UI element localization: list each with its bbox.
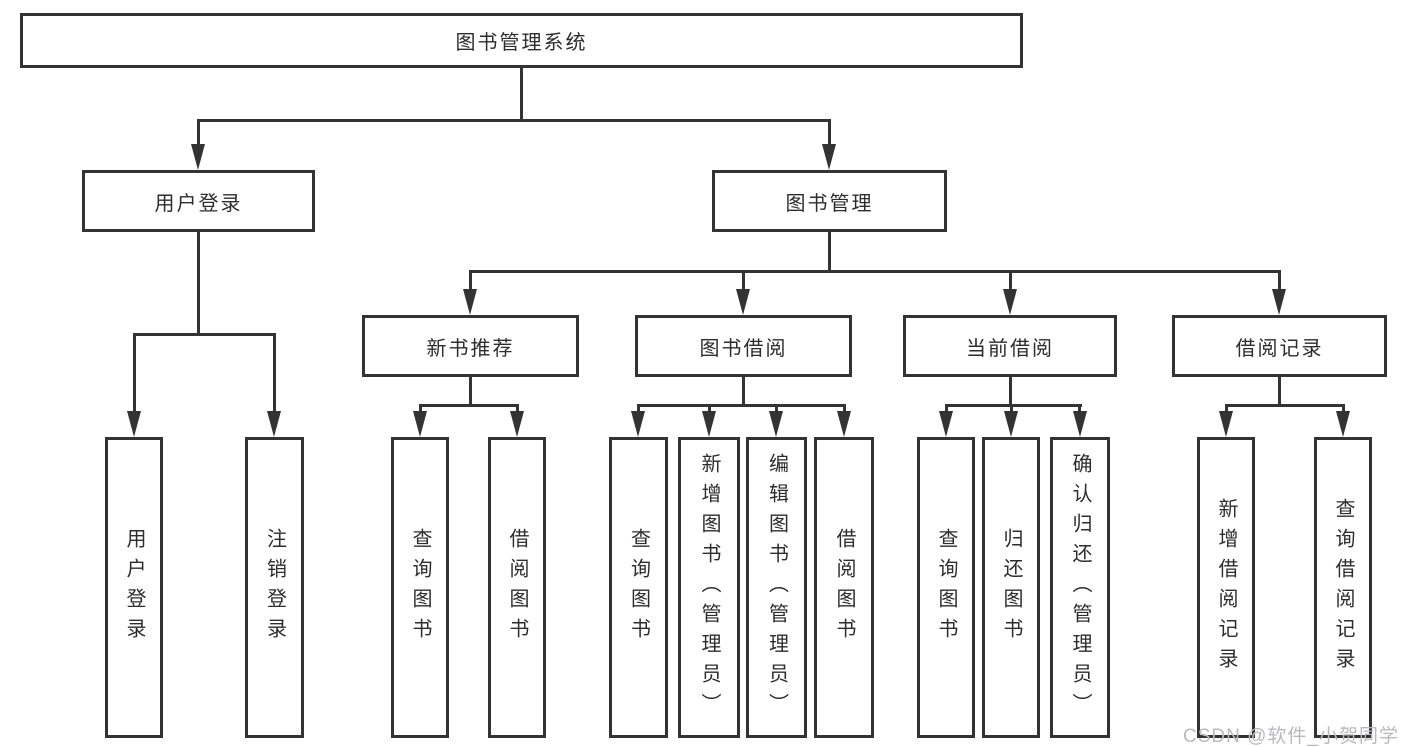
- leaf-query-books-borrow: 查询图书: [609, 437, 668, 738]
- connector-leaf-drop: [516, 406, 519, 413]
- leaf-label: 编辑图书（管理员）: [765, 452, 788, 723]
- node-label: 当前借阅: [966, 337, 1054, 360]
- connector-leaf-drop: [273, 335, 276, 413]
- arrow-down-icon: [191, 144, 205, 170]
- connector-leaf-drop: [1078, 406, 1081, 413]
- arrow-down-icon: [769, 411, 783, 437]
- csdn-watermark: CSDN @软件_小贺同学: [1183, 726, 1399, 747]
- arrow-down-icon: [1219, 411, 1233, 437]
- connector-branch-drop: [1009, 272, 1012, 290]
- arrow-down-icon: [736, 289, 750, 315]
- connector-leaf-drop: [1225, 406, 1228, 413]
- node-borrow-records: 借阅记录: [1172, 315, 1387, 377]
- arrow-down-icon: [267, 411, 281, 437]
- leaf-query-books-recommend: 查询图书: [391, 437, 449, 738]
- connector-bar: [419, 404, 519, 407]
- node-book-management-system: 图书管理系统: [20, 13, 1023, 68]
- connector-stem: [742, 377, 745, 407]
- node-label: 图书管理: [785, 192, 874, 215]
- connector-root-stem: [520, 68, 523, 121]
- connector-leaf-drop: [775, 406, 778, 413]
- connector-leaf-drop: [1342, 406, 1345, 413]
- connector-stem: [1278, 377, 1281, 407]
- arrow-down-icon: [702, 411, 716, 437]
- node-book-borrow: 图书借阅: [635, 315, 852, 377]
- connector-stem: [469, 377, 472, 407]
- arrow-down-icon: [939, 411, 953, 437]
- arrow-down-icon: [1272, 289, 1286, 315]
- connector-branch-drop: [1278, 272, 1281, 290]
- node-label: 图书借阅: [699, 337, 788, 360]
- leaf-label: 新增图书（管理员）: [698, 452, 720, 723]
- arrow-down-icon: [1073, 411, 1087, 437]
- connector-book-management-drop: [828, 121, 831, 146]
- connector-user-login-bar: [133, 333, 276, 336]
- node-current-borrow: 当前借阅: [903, 315, 1117, 377]
- arrow-down-icon: [127, 411, 141, 437]
- node-user-login: 用户登录: [82, 170, 315, 232]
- leaf-label: 借阅图书: [833, 527, 855, 648]
- leaf-edit-books-admin: 编辑图书（管理员）: [746, 437, 807, 738]
- node-label: 用户登录: [154, 192, 243, 215]
- arrow-down-icon: [631, 411, 645, 437]
- connector-user-login-drop: [197, 121, 200, 146]
- leaf-borrow-books: 借阅图书: [814, 437, 874, 738]
- leaf-label: 借阅图书: [506, 527, 528, 648]
- connector-bar: [637, 404, 846, 407]
- arrow-down-icon: [837, 411, 851, 437]
- connector-branch-drop: [469, 272, 472, 290]
- connector-leaf-drop: [419, 406, 422, 413]
- node-label: 借阅记录: [1235, 337, 1324, 360]
- node-label: 新书推荐: [426, 337, 515, 360]
- leaf-borrow-books-recommend: 借阅图书: [488, 437, 546, 738]
- leaf-label: 查询图书: [935, 527, 957, 648]
- arrow-down-icon: [413, 411, 427, 437]
- leaf-logout: 注销登录: [245, 437, 304, 738]
- node-new-book-recommend: 新书推荐: [362, 315, 579, 377]
- connector-leaf-drop: [637, 406, 640, 413]
- connector-bar: [1225, 404, 1345, 407]
- connector-root-bar: [197, 119, 831, 122]
- leaf-label: 用户登录: [123, 527, 145, 648]
- leaf-confirm-return-admin: 确认归还（管理员）: [1050, 437, 1110, 738]
- arrow-down-icon: [510, 411, 524, 437]
- leaf-label: 确认归还（管理员）: [1069, 452, 1091, 723]
- connector-branch-drop: [742, 272, 745, 290]
- leaf-add-borrow-record: 新增借阅记录: [1197, 437, 1255, 738]
- leaf-label: 注销登录: [263, 527, 286, 648]
- leaf-label: 查询借阅记录: [1332, 497, 1354, 678]
- connector-bar: [945, 404, 1082, 407]
- leaf-label: 新增借阅记录: [1215, 497, 1237, 678]
- leaf-label: 归还图书: [1000, 527, 1022, 648]
- leaf-query-books-current: 查询图书: [917, 437, 975, 738]
- arrow-down-icon: [1004, 411, 1018, 437]
- leaf-query-borrow-record: 查询借阅记录: [1314, 437, 1372, 738]
- arrow-down-icon: [463, 289, 477, 315]
- leaf-return-books: 归还图书: [982, 437, 1040, 738]
- arrow-down-icon: [822, 144, 836, 170]
- connector-book-management-stem: [828, 232, 831, 273]
- leaf-label: 查询图书: [627, 527, 650, 648]
- connector-leaf-drop: [1010, 406, 1013, 413]
- connector-leaf-drop: [843, 406, 846, 413]
- connector-leaf-drop: [133, 335, 136, 413]
- connector-leaf-drop: [945, 406, 948, 413]
- arrow-down-icon: [1003, 289, 1017, 315]
- leaf-label: 查询图书: [409, 527, 431, 648]
- leaf-add-books-admin: 新增图书（管理员）: [678, 437, 740, 738]
- arrow-down-icon: [1336, 411, 1350, 437]
- connector-user-login-stem: [197, 232, 200, 336]
- connector-leaf-drop: [708, 406, 711, 413]
- connector-stem: [1009, 377, 1012, 407]
- leaf-user-login: 用户登录: [105, 437, 163, 738]
- connector-book-management-bar: [469, 270, 1281, 273]
- node-label: 图书管理系统: [455, 32, 588, 54]
- node-book-management: 图书管理: [712, 170, 947, 232]
